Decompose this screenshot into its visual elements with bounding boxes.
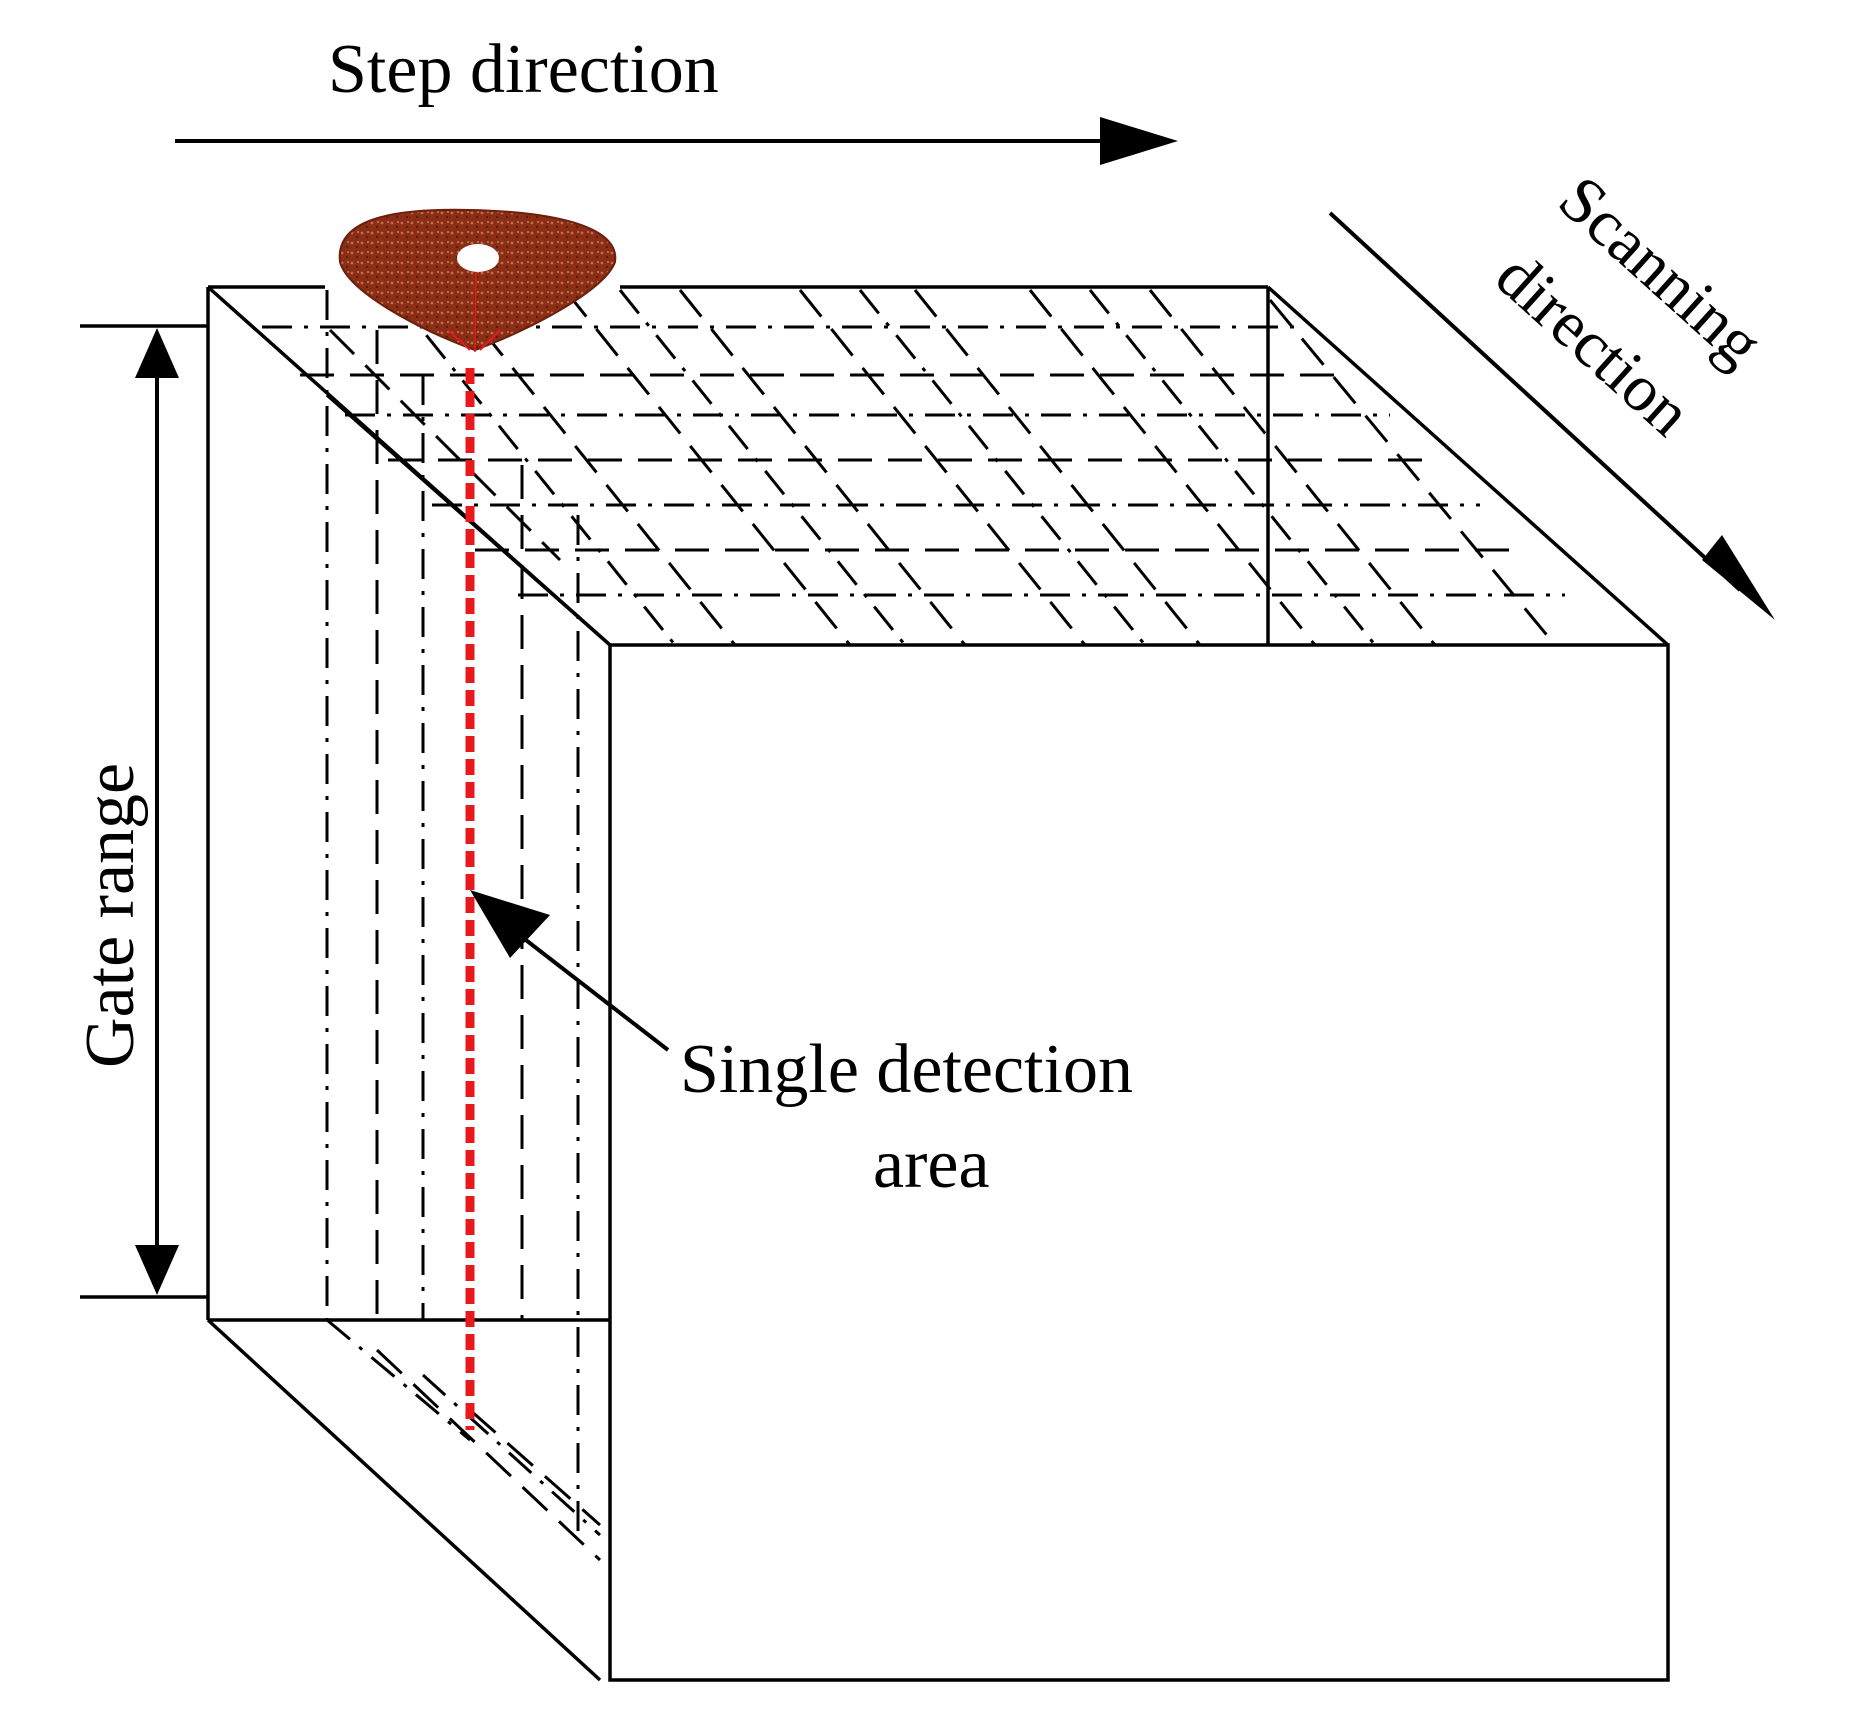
single-detection-label-line2: area [873, 1126, 990, 1203]
top-face-grid [262, 289, 1565, 646]
gate-range-label: Gate range [72, 763, 149, 1068]
gate-range-dimension [80, 324, 208, 1299]
step-direction-arrow [175, 117, 1178, 165]
cube-outline [206, 285, 1670, 1682]
step-direction-label: Step direction [328, 31, 719, 108]
detection-pointer-arrow [470, 890, 670, 1052]
radar-dish-icon [338, 208, 617, 353]
front-face [608, 643, 1670, 1682]
single-detection-label-line1: Single detection [680, 1031, 1133, 1108]
scanning-direction-arrow [1328, 211, 1775, 620]
